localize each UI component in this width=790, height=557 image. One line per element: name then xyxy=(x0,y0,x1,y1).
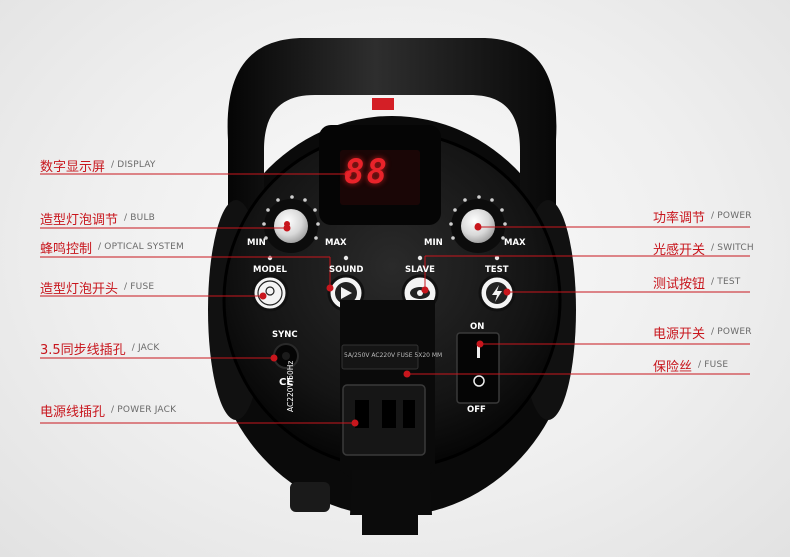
display-window xyxy=(340,150,420,205)
callout-fuse-right: 保险丝 / FUSE xyxy=(653,355,728,375)
mount-knob[interactable] xyxy=(290,482,330,512)
bottom-mount xyxy=(350,470,432,515)
callout-optical: 蜂鸣控制 / OPTICAL SYSTEM xyxy=(40,237,184,257)
fuse-rating-label: 5A/250V AC220V FUSE 5X20 MM xyxy=(344,352,443,359)
callout-power-jack: 电源线插孔 / POWER JACK xyxy=(40,400,176,420)
callout-fuse-left-zh: 造型灯泡开头 xyxy=(40,281,119,297)
model-button[interactable] xyxy=(251,274,289,312)
knob-right-max-label: MAX xyxy=(504,238,526,248)
callout-jack-zh: 3.5同步线插孔 xyxy=(40,342,126,358)
knob-right-min-label: MIN xyxy=(424,238,443,248)
callout-display-en: / DISPLAY xyxy=(111,160,156,170)
callout-bulb: 造型灯泡调节 / BULB xyxy=(40,208,155,228)
power-rocker-switch[interactable] xyxy=(456,332,500,404)
model-button-label: MODEL xyxy=(253,265,287,275)
sound-button[interactable] xyxy=(327,274,365,312)
callout-test-zh: 测试按钮 xyxy=(653,276,706,292)
sync-label: SYNC xyxy=(272,330,298,340)
callout-power-adjust-zh: 功率调节 xyxy=(653,210,706,226)
knob-left-max-label: MAX xyxy=(325,238,347,248)
callout-power-switch-zh: 电源开关 xyxy=(653,326,706,342)
callout-fuse-right-en: / FUSE xyxy=(698,360,729,370)
bulb-icon xyxy=(257,280,283,306)
knob-left-min-label: MIN xyxy=(247,238,266,248)
callout-power-jack-en: / POWER JACK xyxy=(111,405,177,415)
callout-jack: 3.5同步线插孔 / JACK xyxy=(40,338,159,358)
callout-power-jack-zh: 电源线插孔 xyxy=(40,404,106,420)
callout-fuse-right-zh: 保险丝 xyxy=(653,359,693,375)
voltage-label: AC220V/50Hz xyxy=(286,360,295,412)
callout-test-en: / TEST xyxy=(711,277,741,287)
knob-scale-dots xyxy=(262,195,507,240)
rocker-on-label: ON xyxy=(470,322,485,332)
callout-jack-en: / JACK xyxy=(131,343,160,353)
callout-display-zh: 数字显示屏 xyxy=(40,159,106,175)
slave-button-label: SLAVE xyxy=(405,265,435,275)
callout-optical-en: / OPTICAL SYSTEM xyxy=(98,242,184,252)
callout-test: 测试按钮 / TEST xyxy=(653,272,741,292)
sound-button-label: SOUND xyxy=(329,265,364,275)
callout-bulb-zh: 造型灯泡调节 xyxy=(40,212,119,228)
fuse-holder[interactable] xyxy=(341,344,419,370)
callout-bulb-en: / BULB xyxy=(124,213,156,223)
callout-switch: 光感开关 / SWITCH xyxy=(653,238,754,258)
callout-fuse-left: 造型灯泡开头 / FUSE xyxy=(40,277,154,297)
callout-switch-en: / SWITCH xyxy=(711,243,754,253)
handle-red-lock xyxy=(372,98,394,110)
leader-lines xyxy=(40,170,750,427)
callout-display: 数字显示屏 / DISPLAY xyxy=(40,155,156,175)
callout-power-adjust-en: / POWER xyxy=(711,211,752,221)
mode-leds xyxy=(267,255,500,261)
test-button[interactable] xyxy=(478,274,516,312)
callout-switch-zh: 光感开关 xyxy=(653,242,706,258)
callout-power-adjust: 功率调节 / POWER xyxy=(653,206,752,226)
callout-power-switch-en: / POWER xyxy=(711,327,752,337)
callout-optical-zh: 蜂鸣控制 xyxy=(40,241,93,257)
bulb-knob[interactable] xyxy=(274,209,308,243)
callout-power-switch: 电源开关 / POWER xyxy=(653,322,752,342)
ce-mark: CE xyxy=(279,377,294,388)
rocker-off-label: OFF xyxy=(467,405,486,415)
callout-fuse-left-en: / FUSE xyxy=(124,282,155,292)
test-button-label: TEST xyxy=(485,265,509,275)
top-handle xyxy=(227,38,557,250)
seven-segment-display: 88 xyxy=(344,152,389,192)
